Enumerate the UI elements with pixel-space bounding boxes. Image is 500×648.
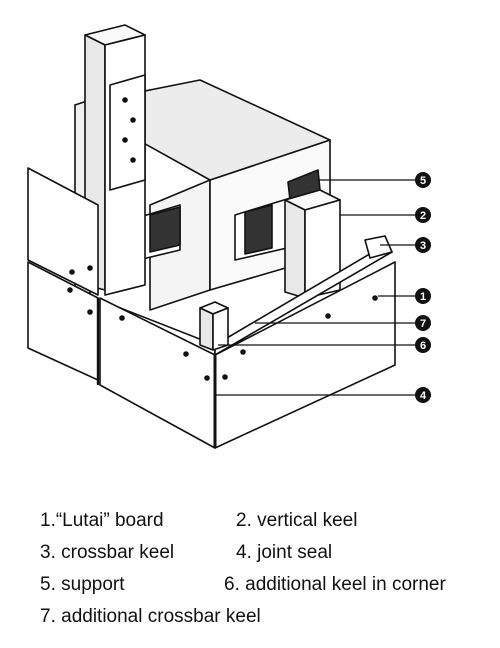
- callout-marker-1: 1: [415, 288, 431, 304]
- svg-text:4: 4: [420, 390, 427, 402]
- corner-keel: [199, 301, 229, 351]
- svg-text:6: 6: [420, 340, 426, 352]
- lutai-board-left: [27, 167, 216, 449]
- svg-text:7: 7: [420, 318, 426, 330]
- svg-text:2: 2: [420, 210, 426, 222]
- svg-text:1: 1: [420, 291, 426, 303]
- callout-marker-2: 2: [415, 207, 431, 223]
- support-bracket: [234, 194, 301, 261]
- callout-marker-7: 7: [415, 315, 431, 331]
- callout-marker-5: 5: [415, 172, 431, 188]
- svg-text:5: 5: [420, 175, 426, 187]
- legend-item-additional-crossbar-keel: 7. additional crossbar keel: [40, 606, 261, 627]
- callout-marker-4: 4: [415, 387, 431, 403]
- callout-marker-3: 3: [415, 237, 431, 253]
- vertical-keel-right: [284, 189, 341, 299]
- legend-item-crossbar-keel: 3. crossbar keel: [40, 542, 175, 563]
- legend-item-corner-keel: 6. additional keel in corner: [224, 574, 446, 595]
- legend-item-lutai-board: 1.“Lutai” board: [40, 510, 164, 531]
- legend-item-support: 5. support: [40, 574, 125, 595]
- callout-marker-6: 6: [415, 337, 431, 353]
- joint-seal: [96, 298, 217, 448]
- leader-lines: [215, 179, 415, 396]
- cladding-corner-diagram: 5 2 3 1 7 6 4: [27, 24, 431, 449]
- legend-item-vertical-keel: 2. vertical keel: [236, 510, 358, 531]
- legend-item-joint-seal: 4. joint seal: [236, 542, 333, 563]
- svg-text:3: 3: [420, 240, 426, 252]
